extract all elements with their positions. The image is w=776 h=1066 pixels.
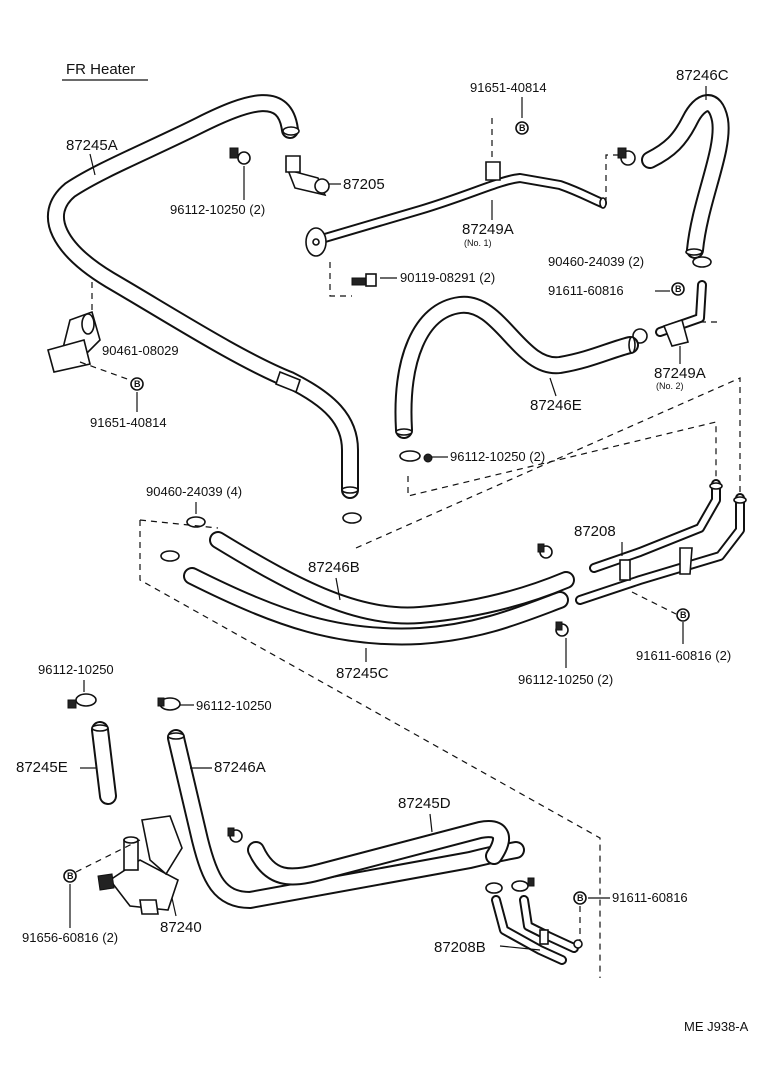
pipe-87208 xyxy=(575,479,747,605)
label-87245A: 87245A xyxy=(66,137,118,154)
svg-text:B: B xyxy=(67,871,74,881)
clamp-96112-a xyxy=(67,693,97,709)
hose-87246C xyxy=(641,94,730,259)
bolt-icon: B xyxy=(671,282,685,296)
clamp-90460-a xyxy=(186,516,206,528)
clamp-96112-top xyxy=(229,147,251,165)
label-87249A-no1: 87249A xyxy=(462,221,514,238)
hose-87245A xyxy=(46,94,359,499)
clamp-87246C xyxy=(617,147,636,166)
bolt-icon: B xyxy=(676,608,690,622)
clamp-87208B-a xyxy=(485,882,503,894)
valve-87240 xyxy=(97,815,183,915)
pipe-87249A-no2 xyxy=(632,280,707,347)
svg-text:B: B xyxy=(519,123,526,133)
hose-87246B xyxy=(209,531,575,625)
clamp-87208-bottom xyxy=(555,621,569,637)
label-96112-b: 96112-10250 xyxy=(196,698,272,713)
label-96112-mid: 96112-10250 (2) xyxy=(450,449,545,464)
bolt-icon: B xyxy=(63,869,77,883)
pipe-87208B xyxy=(491,895,583,965)
label-96112-a: 96112-10250 xyxy=(38,662,114,677)
label-90460-left: 90460-24039 (4) xyxy=(146,484,242,499)
label-87246B: 87246B xyxy=(308,559,360,576)
label-96112-lower: 96112-10250 (2) xyxy=(518,672,613,687)
diagram-code: ME J938-A xyxy=(684,1019,749,1034)
label-91611-right: 91611-60816 xyxy=(548,283,624,298)
bolt-icon: B xyxy=(515,121,529,135)
svg-text:B: B xyxy=(675,284,682,294)
label-87246A: 87246A xyxy=(214,759,266,776)
label-87208B: 87208B xyxy=(434,939,486,956)
hose-87246E xyxy=(394,295,639,439)
svg-text:B: B xyxy=(680,610,687,620)
clamp-87208B-b xyxy=(511,877,535,892)
hose-87245E xyxy=(91,721,117,805)
bolt-icon: B xyxy=(573,891,587,905)
part-87205 xyxy=(285,155,330,197)
clamp-90460-b xyxy=(160,550,180,562)
label-87249A-no2: 87249A xyxy=(654,365,706,382)
label-87245D: 87245D xyxy=(398,795,451,812)
hose-87245D xyxy=(247,820,510,886)
label-91651-top: 91651-40814 xyxy=(470,80,547,95)
label-87245C: 87245C xyxy=(336,665,389,682)
clamp-87208-top xyxy=(537,543,553,559)
clamp-96112-b xyxy=(157,697,181,711)
bolt-icon: B xyxy=(130,377,144,391)
diagram-title: FR Heater xyxy=(66,61,135,78)
label-87208: 87208 xyxy=(574,523,616,540)
note-87249A-no2: (No. 2) xyxy=(656,381,684,391)
label-91656: 91656-60816 (2) xyxy=(22,930,118,945)
label-91611-bottom: 91611-60816 xyxy=(612,890,688,905)
label-90460-right: 90460-24039 (2) xyxy=(548,254,644,269)
svg-text:B: B xyxy=(577,893,584,903)
bolt-90119 xyxy=(351,273,377,287)
label-90461: 90461-08029 xyxy=(102,343,179,358)
note-87249A-no1: (No. 1) xyxy=(464,238,492,248)
label-87245E: 87245E xyxy=(16,759,68,776)
pipe-87249A-no1 xyxy=(305,161,607,257)
label-96112-top: 96112-10250 (2) xyxy=(170,202,265,217)
label-87246C: 87246C xyxy=(676,67,729,84)
label-91611-mid: 91611-60816 (2) xyxy=(636,648,731,663)
label-87246E: 87246E xyxy=(530,397,582,414)
clamp-96112-mid xyxy=(399,450,433,463)
label-87205: 87205 xyxy=(343,176,385,193)
label-90119: 90119-08291 (2) xyxy=(400,270,495,285)
svg-text:B: B xyxy=(134,379,141,389)
label-87240: 87240 xyxy=(160,919,202,936)
clamp-90460-c xyxy=(342,512,362,524)
clamp-87245D xyxy=(227,827,243,843)
hose-87245C xyxy=(183,567,569,646)
label-91651-left: 91651-40814 xyxy=(90,415,167,430)
bracket-90461 xyxy=(47,310,101,373)
clamp-90460-right xyxy=(692,256,712,268)
